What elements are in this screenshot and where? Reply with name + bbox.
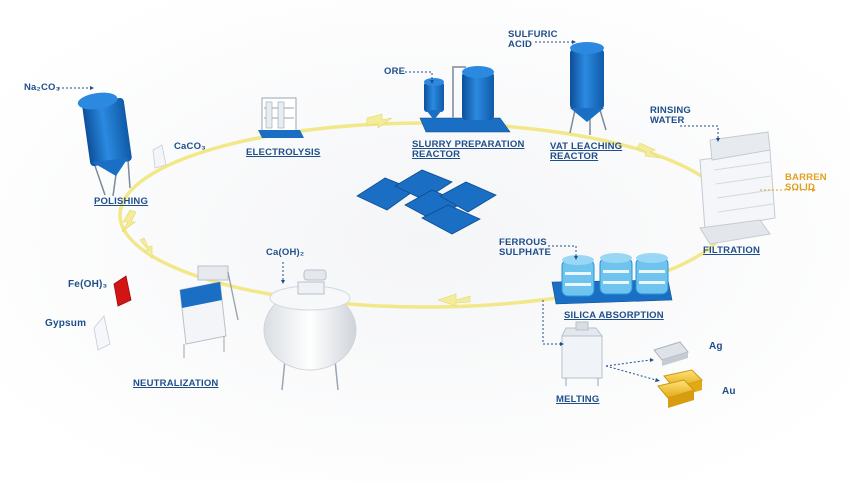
loop-arrow-bottom — [437, 293, 471, 307]
ag-label: Ag — [709, 341, 723, 352]
filtration-press — [699, 131, 776, 245]
au-label: Au — [722, 386, 736, 397]
barren-solid-arrow — [760, 188, 816, 192]
caco3-crystal-icon — [152, 144, 167, 169]
ferrous-sulphate-label: FERROUS SULPHATE — [499, 237, 552, 258]
neutralization-unit — [179, 265, 239, 358]
gypsum-label: Gypsum — [45, 318, 87, 329]
gypsum-crystal-icon — [93, 315, 111, 351]
arrow-to-au — [605, 365, 657, 381]
stage-label-electrolysis: ELECTROLYSIS — [246, 147, 321, 158]
slurry-reactor — [419, 66, 511, 133]
stage-label-polishing: POLISHING — [94, 196, 149, 207]
stage-label-melting: MELTING — [556, 394, 600, 405]
arrow-silica-to-melting — [542, 300, 560, 345]
stage-label-filtration: FILTRATION — [703, 245, 761, 256]
barren-solid-label: BARREN SOLID — [785, 172, 827, 193]
na2co3-label: Na₂CO₃ — [24, 82, 61, 93]
silver-ingot-icon — [653, 341, 689, 366]
panel — [439, 181, 497, 213]
caco3-label: CaCO₃ — [174, 141, 206, 152]
arrow-ore — [405, 71, 433, 80]
arrow-ferrous — [548, 245, 577, 256]
loop-arrow-top — [366, 113, 393, 129]
silica-absorption-unit — [551, 253, 673, 305]
gold-ingot-icon — [657, 369, 703, 408]
loop-arrow-right — [636, 142, 661, 159]
ore-label: ORE — [384, 66, 406, 77]
arrow-rinsing — [680, 125, 719, 138]
loop-arrow-left-top — [121, 209, 137, 233]
flow-arrows — [58, 41, 719, 381]
rinsing-water-label: RINSING WATER — [650, 105, 691, 126]
stage-label-vat-leaching: VAT LEACHING REACTOR — [550, 141, 623, 162]
melting-furnace — [561, 321, 603, 386]
stage-label-neutralization: NEUTRALIZATION — [133, 378, 219, 389]
caoh2-reactor-tank — [263, 269, 357, 391]
loop-arrow-left-bottom — [139, 237, 153, 259]
loop-direction-arrows — [121, 113, 661, 307]
caoh2-label: Ca(OH)₂ — [266, 247, 305, 258]
stage-label-slurry-reactor: SLURRY PREPARATION REACTOR — [412, 139, 525, 160]
arrow-to-ag — [605, 359, 651, 367]
central-panels — [356, 169, 497, 235]
stage-label-silica-absorption: SILICA ABSORPTION — [564, 310, 664, 321]
feoh3-precipitate-icon — [113, 275, 132, 307]
electrolysis-unit — [258, 97, 304, 138]
polishing-tank — [77, 92, 132, 197]
flow-arrow-heads — [90, 40, 720, 382]
panel — [421, 204, 481, 235]
vat-leaching-reactor — [569, 42, 607, 135]
sulfuric-acid-label: SULFURIC ACID — [508, 29, 558, 50]
panel — [394, 169, 453, 201]
feoh3-label: Fe(OH)₃ — [68, 279, 108, 290]
